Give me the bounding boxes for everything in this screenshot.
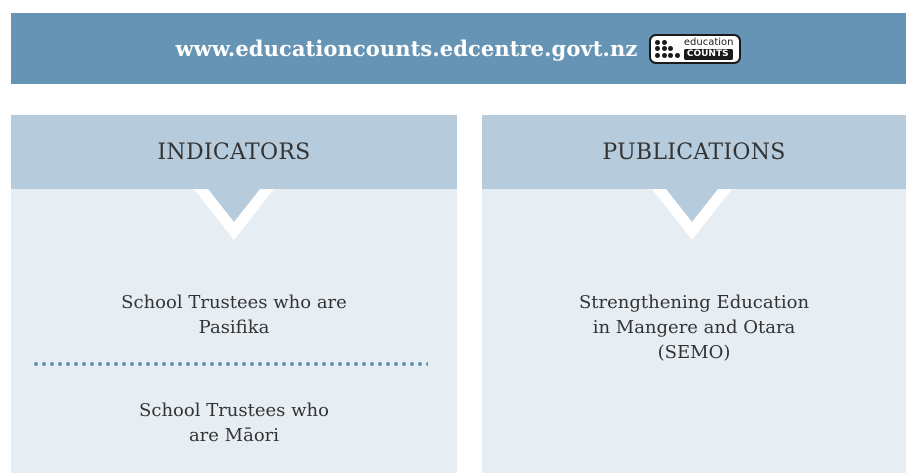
publication-item-line: Strengthening Education (578, 292, 810, 313)
logo-bottom-text: COUNTS (683, 48, 734, 60)
indicator-item-line: School Trustees who are (121, 292, 347, 313)
indicators-arrow-fill (208, 189, 260, 222)
indicators-heading: INDICATORS (11, 115, 457, 189)
site-url-link[interactable]: www.educationcounts.edcentre.govt.nz (175, 36, 638, 61)
header-banner: www.educationcounts.edcentre.govt.nz edu… (11, 13, 906, 84)
indicator-item-line: are Māori (188, 425, 280, 446)
publications-arrow-fill (666, 189, 718, 222)
dotted-separator (32, 362, 428, 366)
publication-item-line: (SEMO) (657, 342, 731, 363)
logo-dots-icon (655, 39, 680, 58)
indicator-item-trustees-maori[interactable]: School Trustees who are Māori (11, 398, 457, 448)
indicator-item-line: School Trustees who (139, 400, 329, 421)
publication-item-line: in Mangere and Otara (592, 317, 796, 338)
indicator-item-trustees-pasifika[interactable]: School Trustees who are Pasifika (11, 290, 457, 340)
publication-item-semo[interactable]: Strengthening Education in Mangere and O… (482, 290, 906, 365)
education-counts-logo: education COUNTS (649, 33, 742, 64)
logo-top-text: education (683, 36, 734, 48)
indicator-item-line: Pasifika (198, 317, 270, 338)
publications-heading: PUBLICATIONS (482, 115, 906, 189)
